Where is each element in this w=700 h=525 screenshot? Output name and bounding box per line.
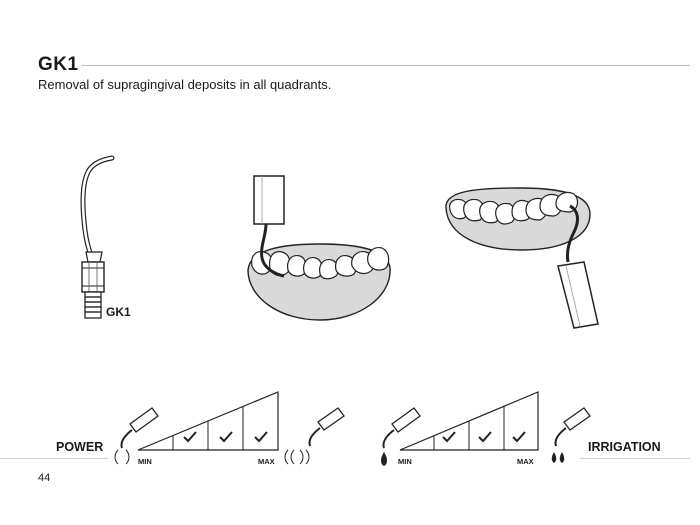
power-check-icon-3: [254, 431, 268, 443]
bottom-rule-right: [580, 458, 690, 459]
tip-illustration: [80, 155, 115, 319]
power-check-icon-1: [183, 431, 197, 443]
irrigation-check-icon-1: [442, 431, 456, 443]
page-title: GK1: [38, 54, 79, 75]
irrigation-min-label: MIN: [398, 457, 412, 466]
upper-jaw-illustration: [445, 187, 599, 329]
irrigation-check-icon-2: [478, 431, 492, 443]
power-label: POWER: [56, 440, 104, 454]
tip-model-label: GK1: [106, 305, 131, 319]
power-check-icon-2: [219, 431, 233, 443]
power-max-label: MAX: [258, 457, 275, 466]
page-subtitle: Removal of supragingival deposits in all…: [38, 77, 332, 92]
irrigation-scale-graphic: [381, 391, 591, 466]
page-number: 44: [38, 472, 51, 484]
title-rule: [82, 65, 690, 66]
bottom-rule-left: [0, 458, 108, 459]
lower-jaw-illustration: [247, 175, 391, 321]
irrigation-max-label: MAX: [517, 457, 534, 466]
irrigation-check-icon-3: [512, 431, 526, 443]
power-scale-graphic: [114, 391, 345, 465]
power-min-label: MIN: [138, 457, 152, 466]
irrigation-label: IRRIGATION: [588, 440, 661, 454]
